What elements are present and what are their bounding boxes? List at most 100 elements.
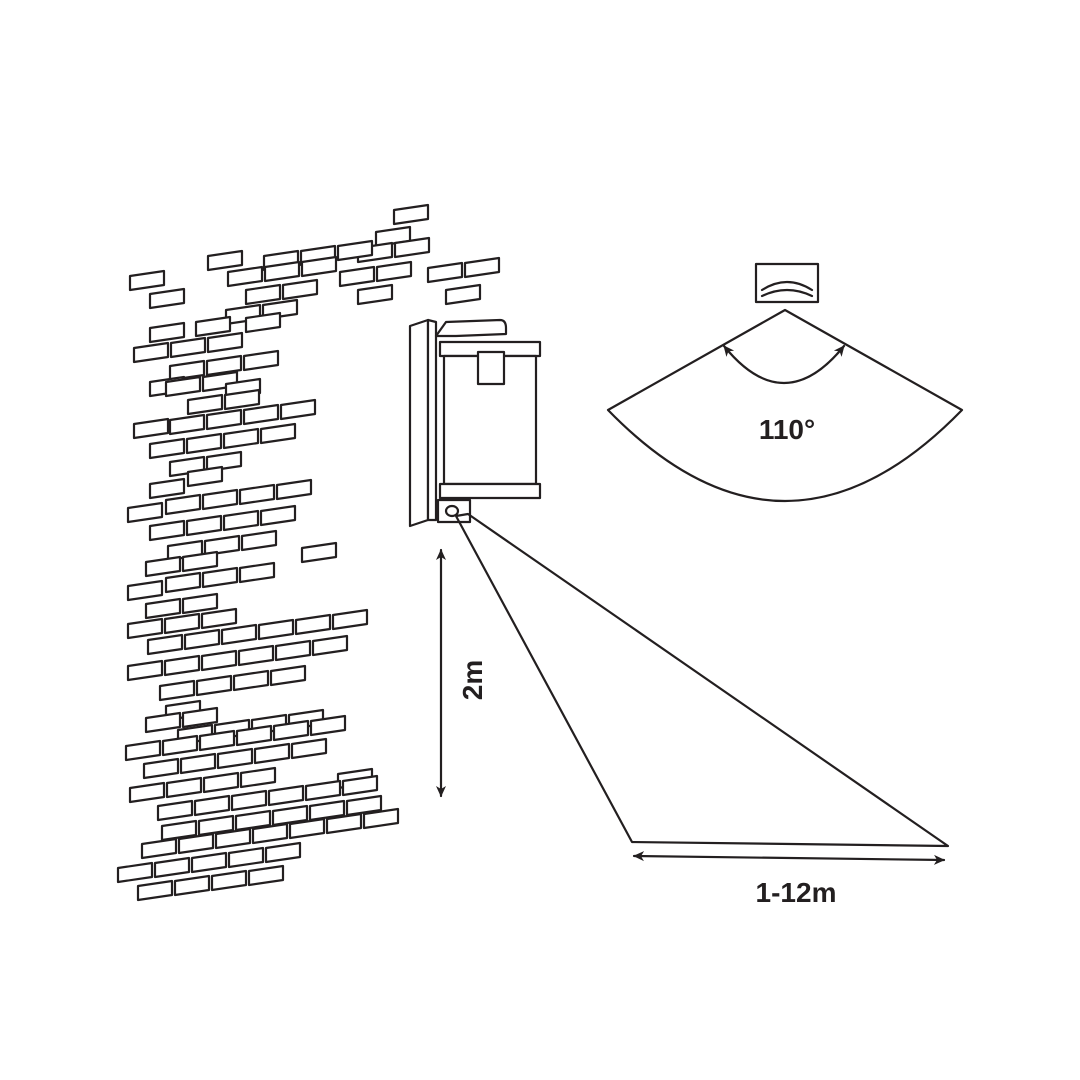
brick: [242, 403, 280, 426]
brick: [257, 618, 295, 641]
brick: [179, 752, 217, 775]
brick: [222, 509, 260, 532]
brick: [202, 771, 240, 794]
brick: [375, 260, 413, 283]
brick: [230, 789, 268, 812]
brick: [205, 354, 243, 377]
brick: [356, 283, 394, 306]
brick: [169, 336, 207, 359]
motion-sensor-top-icon: [754, 262, 820, 304]
brick: [281, 278, 319, 301]
brick: [200, 649, 238, 672]
brick: [190, 851, 228, 874]
brick: [247, 864, 285, 887]
brick: [186, 465, 224, 488]
brick: [126, 501, 164, 524]
brick: [164, 493, 202, 516]
brick: [185, 432, 223, 455]
brick: [148, 287, 186, 310]
brick: [242, 349, 280, 372]
brick: [158, 679, 196, 702]
brick: [181, 592, 219, 615]
brick: [345, 794, 383, 817]
detection-sector-icon: [606, 308, 964, 503]
brick: [165, 776, 203, 799]
brick: [362, 807, 400, 830]
brick: [271, 804, 309, 827]
brick: [195, 674, 233, 697]
brick: [183, 628, 221, 651]
brick: [142, 757, 180, 780]
brick: [237, 644, 275, 667]
brick: [198, 729, 236, 752]
brick: [132, 417, 170, 440]
brick: [128, 781, 166, 804]
brick: [226, 265, 264, 288]
brick: [197, 814, 235, 837]
brick: [156, 799, 194, 822]
brick: [140, 837, 178, 860]
brick: [341, 774, 379, 797]
brick: [331, 608, 369, 631]
brick: [206, 249, 244, 272]
brick: [239, 766, 277, 789]
brick: [274, 639, 312, 662]
brick: [463, 256, 501, 279]
brick: [136, 879, 174, 902]
brick: [267, 784, 305, 807]
brick: [148, 477, 186, 500]
brick: [153, 856, 191, 879]
brick: [288, 817, 326, 840]
brick: [201, 488, 239, 511]
brick: [160, 819, 198, 842]
brick: [205, 450, 243, 473]
brick: [126, 659, 164, 682]
brick: [338, 265, 376, 288]
brick: [168, 413, 206, 436]
brick: [251, 822, 289, 845]
brick: [126, 579, 164, 602]
brick: [294, 613, 332, 636]
brick: [300, 255, 338, 278]
brick: [336, 239, 374, 262]
brick: [124, 739, 162, 762]
brick: [128, 269, 166, 292]
brick: [253, 742, 291, 765]
brick: [290, 737, 328, 760]
brick: [214, 827, 252, 850]
brick: [325, 812, 363, 835]
brick: [126, 617, 164, 640]
brick: [244, 283, 282, 306]
brick: [164, 571, 202, 594]
brick: [177, 832, 215, 855]
brick: [164, 375, 202, 398]
brick-wall-icon: [116, 203, 501, 902]
brick: [181, 550, 219, 573]
brick: [185, 514, 223, 537]
brick: [393, 236, 431, 259]
brick: [144, 555, 182, 578]
brick: [144, 711, 182, 734]
brick: [238, 561, 276, 584]
brick: [161, 734, 199, 757]
brick: [220, 623, 258, 646]
brick: [222, 427, 260, 450]
brick: [186, 393, 224, 416]
range-arrow-icon: [632, 851, 946, 865]
brick: [232, 669, 270, 692]
brick: [203, 534, 241, 557]
brick: [173, 874, 211, 897]
brick: [227, 846, 265, 869]
detection-cone-side-icon: [454, 512, 950, 848]
brick: [144, 597, 182, 620]
wall-lamp-icon: [408, 318, 542, 528]
brick: [240, 529, 278, 552]
brick: [193, 794, 231, 817]
brick: [392, 203, 430, 226]
brick: [238, 483, 276, 506]
brick: [235, 724, 273, 747]
brick: [275, 478, 313, 501]
brick: [264, 841, 302, 864]
brick: [168, 359, 206, 382]
angle-arrow-icon: [722, 344, 846, 384]
